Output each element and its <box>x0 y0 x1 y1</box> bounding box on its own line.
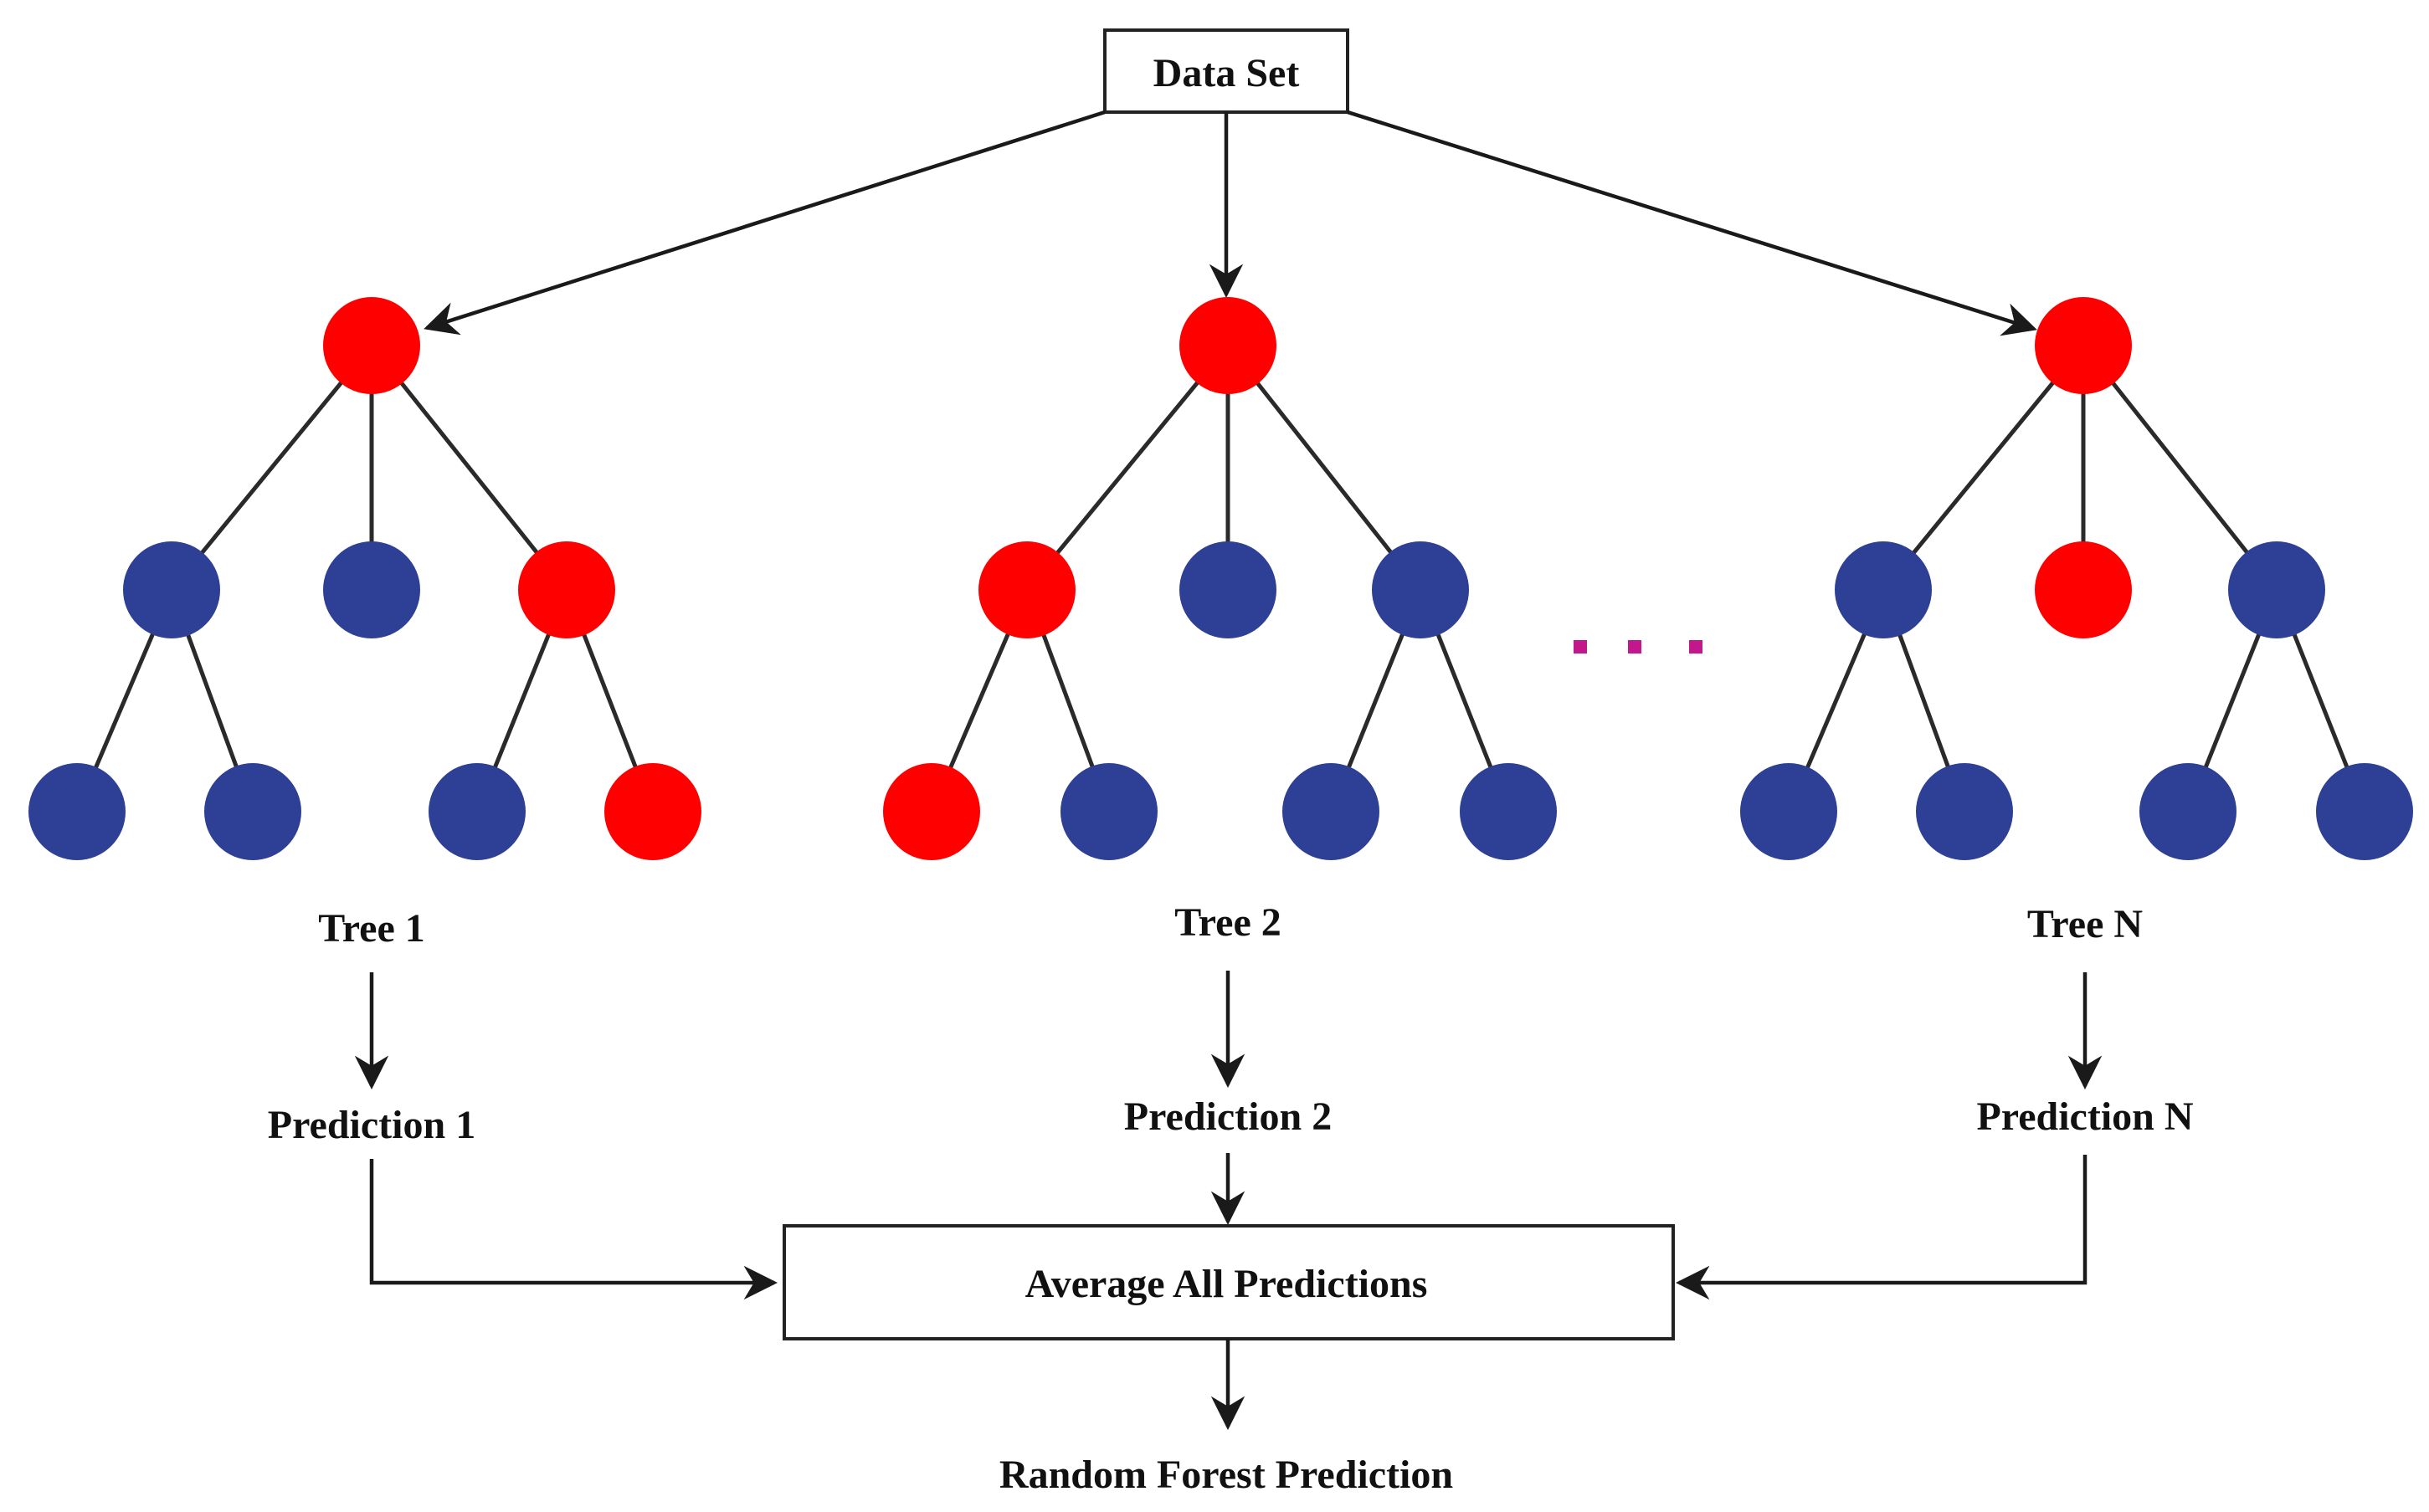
tree-2-leaf-node-1 <box>883 763 980 860</box>
tree-2 <box>883 297 1557 860</box>
dataset-to-tree-arrows <box>424 110 2037 336</box>
tree-n-leaf-node-4 <box>2316 763 2413 860</box>
tree-to-prediction-arrows <box>354 971 2103 1090</box>
tree-2-label: Tree 2 <box>1174 900 1281 945</box>
data-set-label: Data Set <box>1153 51 1300 95</box>
tree-n-level1-node-1 <box>1835 541 1932 638</box>
average-label: Average All Predictions <box>1025 1262 1428 1306</box>
prediction-1-label: Prediction 1 <box>268 1103 475 1147</box>
ellipsis-dot <box>1574 640 1587 653</box>
tree-n <box>1740 297 2413 860</box>
arrow-to-tree-1 <box>424 110 1106 336</box>
tree-n-leaf-node-3 <box>2139 763 2236 860</box>
data-set-box <box>1103 28 1349 114</box>
arrow-to-tree-n <box>1347 110 2037 336</box>
tree-1-leaf-node-4 <box>604 763 701 860</box>
output-label: Random Forest Prediction <box>999 1453 1453 1497</box>
tree-n-level1-node-3 <box>2228 541 2325 638</box>
data-set-node: Data Set <box>1103 28 1349 114</box>
tree-1-leaf-node-1 <box>28 763 126 860</box>
prediction-2-label: Prediction 2 <box>1124 1094 1332 1139</box>
tree-n-level1-node-2 <box>2035 541 2132 638</box>
tree-n-leaf-node-2 <box>1916 763 2013 860</box>
tree-1-leaf-node-2 <box>204 763 301 860</box>
tree-n-root-node <box>2035 297 2132 394</box>
tree-1-level1-node-1 <box>123 541 220 638</box>
arrow-prediction-n-to-average <box>1675 1155 2088 1300</box>
arrow-prediction-1-to-average <box>369 1159 778 1300</box>
ellipsis-dot <box>1628 640 1641 653</box>
tree-1-level1-node-2 <box>323 541 420 638</box>
tree-1-label: Tree 1 <box>318 906 425 951</box>
tree-1 <box>28 297 701 860</box>
prediction-n-label: Prediction N <box>1976 1094 2193 1139</box>
tree-2-leaf-node-4 <box>1460 763 1557 860</box>
tree-2-level1-node-3 <box>1372 541 1469 638</box>
tree-2-level1-node-1 <box>978 541 1076 638</box>
tree-1-leaf-node-3 <box>429 763 526 860</box>
tree-1-root-node <box>323 297 420 394</box>
average-node: Average All Predictions <box>783 1224 1675 1340</box>
tree-2-level1-node-2 <box>1179 541 1276 638</box>
prediction-to-average-arrows <box>369 1153 2088 1300</box>
more-trees-ellipsis <box>1574 640 1702 653</box>
tree-1-level1-node-3 <box>518 541 615 638</box>
tree-n-leaf-node-1 <box>1740 763 1837 860</box>
ellipsis-dot <box>1689 640 1702 653</box>
tree-n-label: Tree N <box>2027 902 2144 946</box>
tree-2-root-node <box>1179 297 1276 394</box>
tree-2-leaf-node-3 <box>1282 763 1379 860</box>
tree-2-leaf-node-2 <box>1060 763 1158 860</box>
